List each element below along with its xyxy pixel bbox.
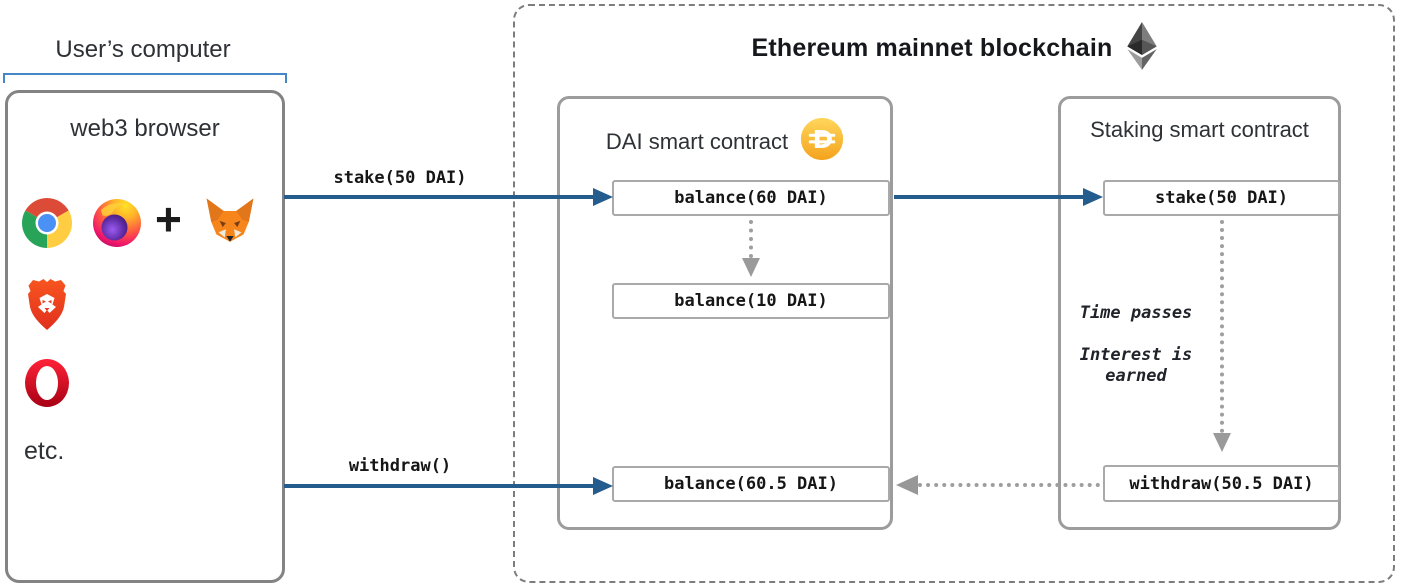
stake-call-label: stake(50 DAI) <box>333 168 467 188</box>
staking-to-dai-dotted-line <box>918 483 1100 487</box>
withdraw-call-arrow-line <box>284 484 594 488</box>
metamask-icon <box>204 195 256 256</box>
brave-icon <box>22 277 72 338</box>
dai-contract-box: DAI smart contract D balance(60 DAI) bal… <box>557 96 893 530</box>
dai-contract-header: DAI smart contract D <box>560 117 890 166</box>
withdraw-call-label: withdraw() <box>348 456 452 476</box>
dai-balance-step-3: balance(60.5 DAI) <box>612 466 890 502</box>
chrome-icon <box>22 198 72 253</box>
svg-text:D: D <box>813 125 833 154</box>
dai-balance-step-2: balance(10 DAI) <box>612 283 890 319</box>
withdraw-call-arrowhead-icon <box>593 477 613 495</box>
dai-to-staking-arrowhead-icon <box>1083 188 1103 206</box>
dai-balance-step-1: balance(60 DAI) <box>612 180 890 216</box>
stake-step: stake(50 DAI) <box>1103 180 1340 216</box>
opera-icon <box>22 357 72 414</box>
ethereum-icon <box>1126 22 1157 75</box>
withdraw-step: withdraw(50.5 DAI) <box>1103 465 1340 502</box>
staking-contract-header: Staking smart contract <box>1061 117 1338 143</box>
dai-coin-icon: D <box>800 117 844 166</box>
dai-contract-title: DAI smart contract <box>605 128 789 154</box>
staking-contract-box: Staking smart contract stake(50 DAI) Tim… <box>1058 96 1341 530</box>
ethereum-mainnet-container: Ethereum mainnet blockchain <box>513 4 1395 583</box>
firefox-icon <box>92 198 142 253</box>
ethereum-title: Ethereum mainnet blockchain <box>751 34 1113 62</box>
user-computer-label: User’s computer <box>55 36 231 63</box>
staking-dotted-line <box>1220 220 1224 433</box>
dai-dotted-line <box>749 220 753 258</box>
stake-call-arrow-line <box>284 195 594 199</box>
ethereum-title-row: Ethereum mainnet blockchain <box>515 22 1393 75</box>
dai-to-staking-arrow-line <box>894 195 1083 199</box>
web3-browser-box: web3 browser <box>5 90 285 583</box>
staking-contract-title: Staking smart contract <box>1090 117 1309 142</box>
user-computer-bracket <box>3 73 287 83</box>
time-passes-note: Time passes <box>1079 303 1193 323</box>
interest-earned-note: Interest is earned <box>1079 345 1193 387</box>
plus-sign: + <box>155 193 182 245</box>
web3-browser-title: web3 browser <box>70 115 220 142</box>
staking-to-dai-arrowhead-icon <box>896 475 918 495</box>
staking-dotted-arrowhead-icon <box>1213 433 1231 452</box>
stake-call-arrowhead-icon <box>593 188 613 206</box>
etc-label: etc. <box>24 437 65 465</box>
dai-dotted-arrowhead-icon <box>742 258 760 277</box>
